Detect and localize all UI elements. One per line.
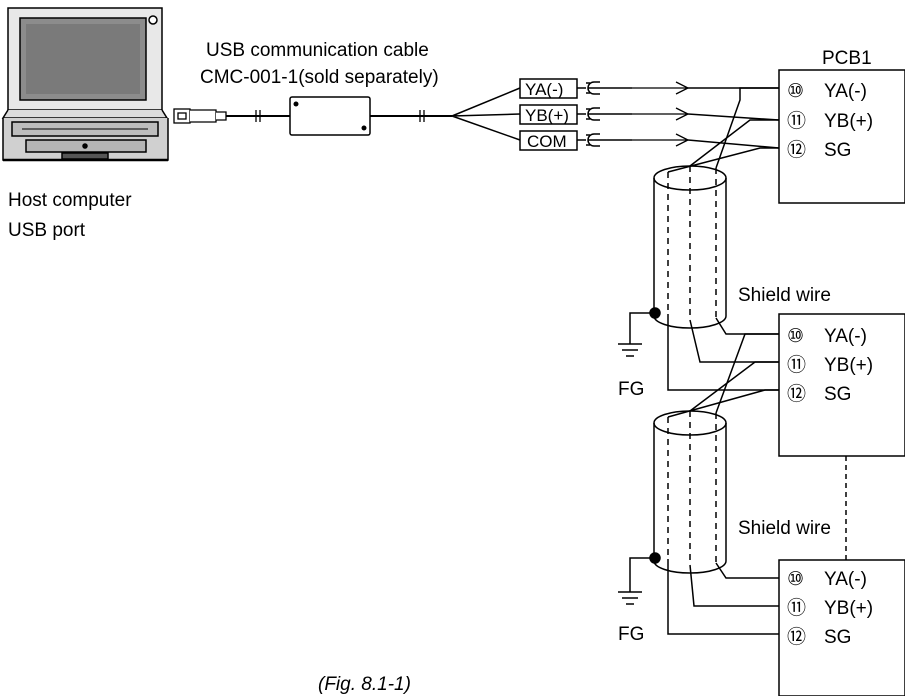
svg-text:⑪: ⑪: [787, 110, 806, 132]
svg-text:YB(+): YB(+): [525, 106, 569, 125]
fg-label-1: FG: [618, 379, 644, 400]
svg-text:YA(-): YA(-): [824, 326, 867, 347]
crimp-terminal-icon: [577, 81, 632, 147]
cable-tag-ya: YA(-): [519, 78, 578, 99]
shield-wire-label-2: Shield wire: [738, 518, 831, 539]
svg-text:⑩: ⑩: [787, 569, 804, 590]
ground-icon-1: [618, 307, 661, 357]
svg-text:⑩: ⑩: [787, 326, 804, 347]
svg-text:YB(+): YB(+): [824, 598, 873, 619]
svg-text:SG: SG: [824, 384, 851, 405]
svg-text:SG: SG: [824, 627, 851, 648]
pcb1-title: PCB1: [822, 48, 872, 69]
svg-text:⑩: ⑩: [787, 81, 804, 102]
svg-text:⑪: ⑪: [787, 354, 806, 376]
pcb1-terminals: ⑩ YA(-) ⑪ YB(+) ⑫ SG: [787, 81, 873, 161]
pcb2-board: [778, 313, 905, 457]
svg-text:YB(+): YB(+): [824, 355, 873, 376]
svg-text:YA(-): YA(-): [824, 81, 867, 102]
svg-text:COM: COM: [527, 132, 567, 151]
svg-text:YB(+): YB(+): [824, 111, 873, 132]
svg-text:YA(-): YA(-): [824, 569, 867, 590]
shield-cable-1: [653, 87, 779, 391]
svg-text:YA(-): YA(-): [525, 80, 563, 99]
cable-model-label: CMC-001-1(sold separately): [200, 67, 439, 88]
pcb3-terminals: ⑩ YA(-) ⑪ YB(+) ⑫ SG: [787, 569, 873, 648]
laptop-icon: [1, 7, 169, 162]
shield-cable-2: [653, 333, 779, 635]
cable-tag-com: COM: [519, 130, 578, 151]
cable-label: USB communication cable: [206, 40, 429, 61]
usb-converter-box: [289, 87, 521, 141]
svg-text:SG: SG: [824, 140, 851, 161]
svg-text:⑫: ⑫: [787, 383, 806, 405]
cable-tag-yb: YB(+): [519, 104, 578, 125]
ground-icon-2: [618, 552, 661, 605]
fg-label-2: FG: [618, 624, 644, 645]
pcb3-board: [778, 559, 905, 696]
host-port-label: USB port: [8, 220, 86, 241]
shield-wire-label-1: Shield wire: [738, 285, 831, 306]
pcb1-board: [778, 69, 905, 204]
connection-arrows: [632, 81, 690, 147]
usb-plug-icon: [173, 108, 290, 124]
svg-text:⑪: ⑪: [787, 597, 806, 619]
host-label: Host computer: [8, 190, 132, 211]
pcb2-terminals: ⑩ YA(-) ⑪ YB(+) ⑫ SG: [787, 326, 873, 405]
svg-text:⑫: ⑫: [787, 626, 806, 648]
svg-text:⑫: ⑫: [787, 139, 806, 161]
figure-caption: (Fig. 8.1-1): [318, 674, 411, 695]
